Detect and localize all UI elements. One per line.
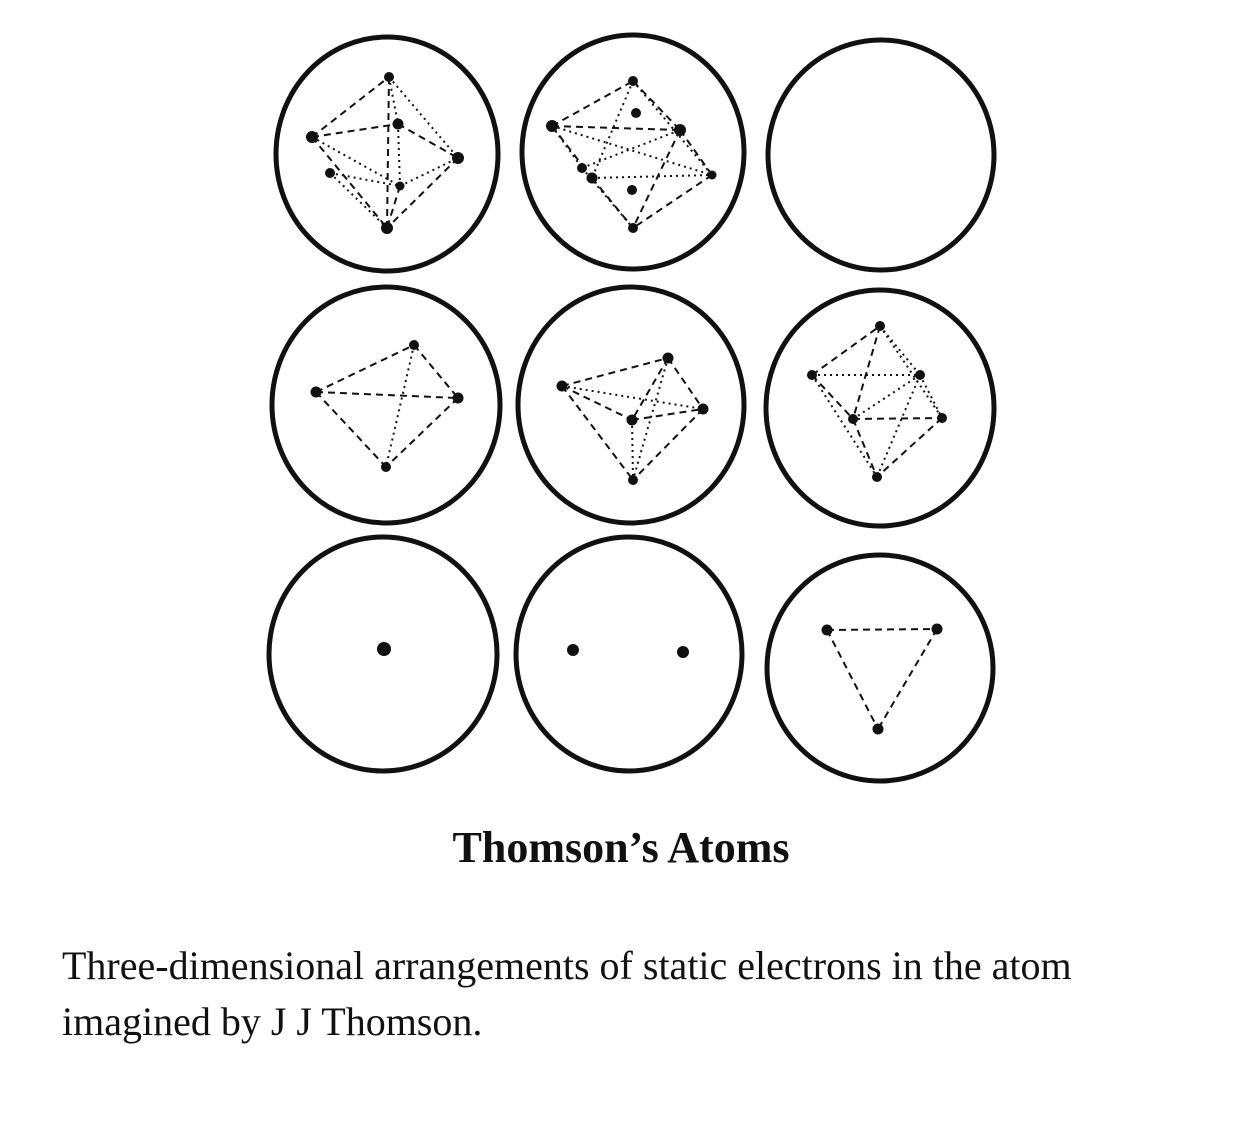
electron — [567, 644, 579, 656]
electron — [384, 72, 394, 82]
electron — [556, 380, 568, 392]
electron — [807, 370, 817, 380]
figure-title: Thomson’s Atoms — [452, 823, 790, 872]
electron — [381, 462, 391, 472]
electron — [377, 642, 391, 656]
atom-empty — [765, 37, 997, 273]
electron — [395, 181, 405, 191]
atom-sphere — [764, 552, 996, 784]
atom-6-electrons — [763, 287, 997, 529]
atom-sphere — [266, 534, 500, 774]
electron — [452, 152, 464, 164]
electron — [875, 321, 885, 331]
atom-sphere — [513, 534, 745, 774]
electron — [586, 172, 598, 184]
atom-5-electrons — [515, 284, 747, 526]
electron — [452, 392, 464, 404]
atom-8-electrons — [519, 32, 747, 272]
electron — [915, 370, 925, 380]
atom-diagram-grid — [266, 32, 997, 784]
electron — [577, 163, 587, 173]
electron — [707, 170, 717, 180]
atom-sphere — [519, 32, 747, 272]
electron — [627, 185, 637, 195]
electron — [872, 723, 884, 735]
electron — [662, 352, 674, 364]
atom-sphere — [273, 34, 501, 274]
electron — [325, 168, 335, 178]
electron — [848, 414, 858, 424]
electron — [306, 131, 318, 143]
electron — [628, 223, 638, 233]
electron — [381, 222, 393, 234]
electron — [310, 386, 322, 398]
electron — [628, 475, 638, 485]
atom-2-electrons — [513, 534, 745, 774]
atom-sphere — [765, 37, 997, 273]
atom-4-electrons — [269, 284, 503, 526]
atom-7-electrons — [273, 34, 501, 274]
electron — [631, 108, 641, 118]
electron — [409, 340, 419, 350]
electron — [674, 124, 686, 136]
electron — [677, 646, 689, 658]
electron — [626, 414, 638, 426]
electron — [872, 472, 882, 482]
atom-3-electrons — [764, 552, 996, 784]
figure-caption: Three-dimensional arrangements of static… — [62, 943, 1072, 1044]
electron — [937, 413, 947, 423]
electron — [697, 403, 709, 415]
atom-1-electron — [266, 534, 500, 774]
electron — [546, 120, 558, 132]
atom-sphere — [269, 284, 503, 526]
electron — [821, 624, 833, 636]
electron — [931, 623, 943, 635]
electron — [628, 76, 638, 86]
atom-sphere — [515, 284, 747, 526]
atom-sphere — [763, 287, 997, 529]
electron — [392, 118, 404, 130]
